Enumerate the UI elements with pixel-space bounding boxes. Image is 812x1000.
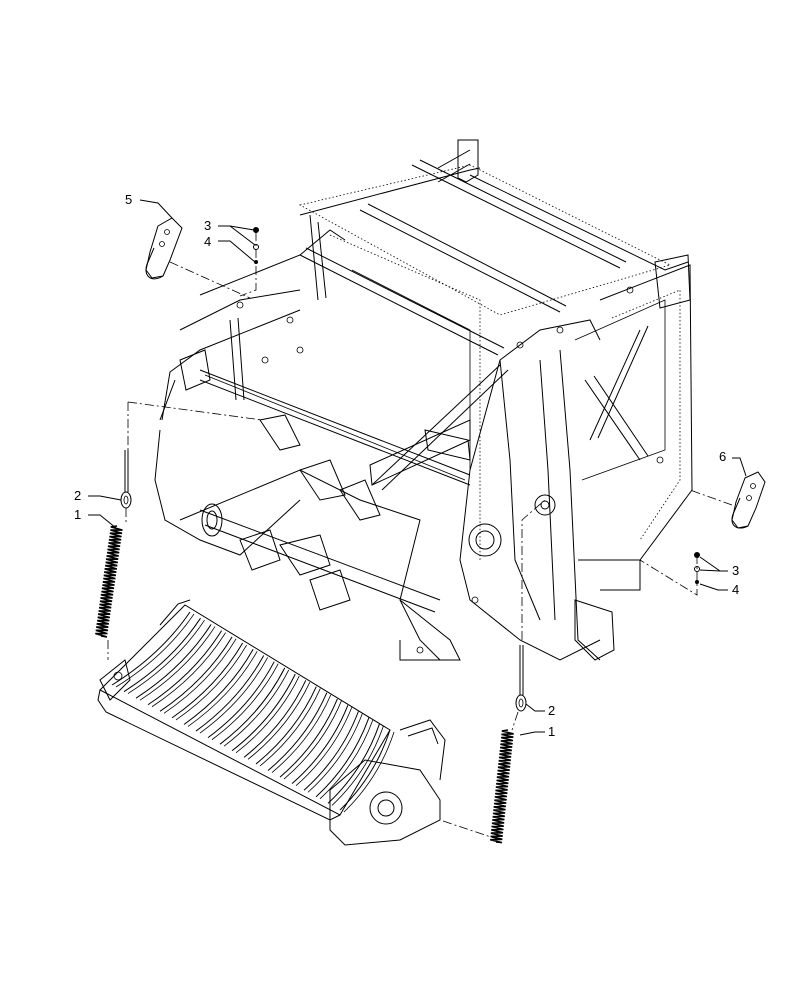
baler-frame xyxy=(154,139,693,661)
spring-coil xyxy=(95,525,123,638)
left-spring-assembly xyxy=(95,401,263,660)
callout-1-left: 1 xyxy=(74,507,81,522)
reel-tine-bar xyxy=(327,723,380,804)
reel-tine-bar xyxy=(315,717,370,798)
reel-tine-bar xyxy=(115,613,195,688)
reel-tine-bar xyxy=(147,630,223,706)
callout-3-lower: 3 xyxy=(732,563,739,578)
pickup-reel xyxy=(97,599,446,846)
bolt-upper xyxy=(253,227,259,233)
reel-tine-bar xyxy=(247,682,311,760)
reel-tine-bar xyxy=(255,686,317,765)
reel-tine-bar xyxy=(183,649,254,725)
reel-tine-bar xyxy=(303,711,359,791)
reel-tine-bar xyxy=(295,707,353,786)
reel-tine-bar xyxy=(307,713,363,793)
callout-5: 5 xyxy=(125,192,132,207)
callout-2-right: 2 xyxy=(548,703,555,718)
eyebolt-eye-right xyxy=(515,694,527,712)
reel-tine-bar xyxy=(279,698,338,778)
reel-tine-bar xyxy=(219,667,286,745)
reel-tine-bar xyxy=(175,644,247,721)
spring-right xyxy=(490,729,514,844)
reel-tine-bar xyxy=(127,619,205,694)
reel-tine-bar xyxy=(223,669,290,747)
reel-tine-bar xyxy=(199,657,269,734)
reel-tine-bar xyxy=(139,626,216,701)
callout-1-right: 1 xyxy=(548,724,555,739)
reel-tine-bar xyxy=(135,624,212,699)
reel-tine-bar xyxy=(235,675,300,754)
callout-4-lower: 4 xyxy=(732,582,739,597)
reel-tine-bar xyxy=(207,661,275,739)
callout-6: 6 xyxy=(719,449,726,464)
bracket-left xyxy=(145,217,251,299)
reel-tine-bar xyxy=(171,642,244,719)
reel-tine-bar xyxy=(283,700,342,780)
reel-tine-bar xyxy=(259,688,321,767)
spring-left xyxy=(95,525,123,638)
reel-tine-bar xyxy=(187,651,258,727)
callout-4-upper: 4 xyxy=(204,234,211,249)
reel-tine-bar xyxy=(319,719,374,800)
reel-tine-bar xyxy=(159,636,233,712)
leader-lines xyxy=(88,199,747,736)
reel-tine-bar xyxy=(211,663,279,740)
reel-tine-bar xyxy=(343,731,395,813)
bracket-right xyxy=(689,471,766,529)
reel-tine-bar xyxy=(339,729,391,811)
reel-tine-bar xyxy=(123,617,201,693)
reel-tine-bar xyxy=(267,692,328,771)
reel-tine-bar xyxy=(151,632,226,708)
spring-coil xyxy=(490,729,514,844)
reel-tine-bar xyxy=(271,694,332,773)
reel-tine-bar xyxy=(243,680,307,758)
reel-tine-bar xyxy=(331,725,384,806)
reel-tine-bar xyxy=(111,611,191,686)
eyebolt-eye-left xyxy=(120,491,132,509)
reel-tine-bar xyxy=(163,638,237,714)
reel-tine-bar xyxy=(291,704,349,785)
callout-2-left: 2 xyxy=(74,488,81,503)
hardware-upper xyxy=(239,227,259,297)
callout-3-upper: 3 xyxy=(204,218,211,233)
reel-tine-bar xyxy=(195,655,265,732)
right-spring-assembly xyxy=(439,499,546,844)
rotor-assembly xyxy=(199,414,441,613)
reel-tine-bar xyxy=(231,673,296,752)
hardware-lower xyxy=(639,552,700,596)
